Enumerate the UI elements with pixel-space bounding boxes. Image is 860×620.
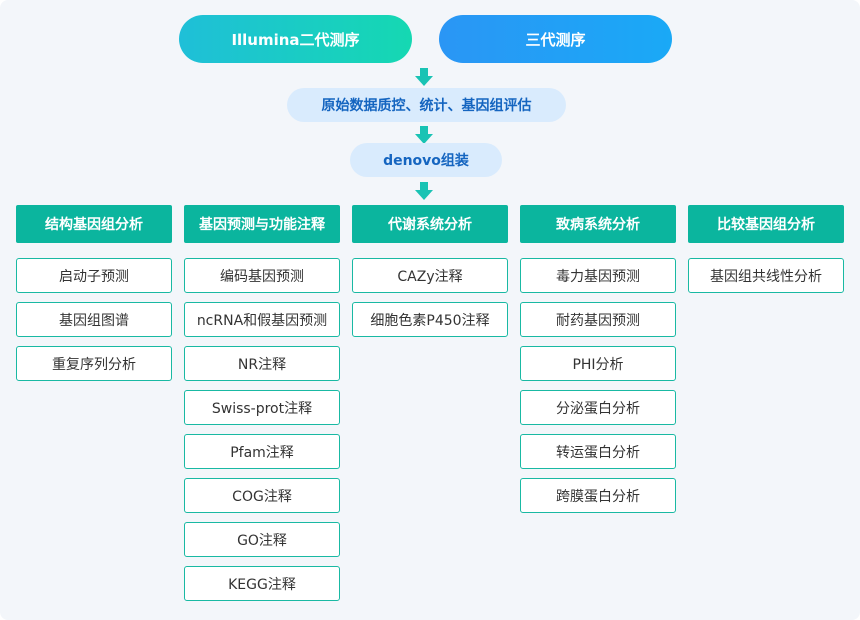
category-structural-genomics: 结构基因组分析 bbox=[16, 205, 172, 243]
analysis-item: COG注释 bbox=[184, 478, 340, 513]
analysis-item: 编码基因预测 bbox=[184, 258, 340, 293]
analysis-item: 耐药基因预测 bbox=[520, 302, 676, 337]
analysis-item: GO注释 bbox=[184, 522, 340, 557]
analysis-item: Swiss-prot注释 bbox=[184, 390, 340, 425]
category-gene-prediction-annotation: 基因预测与功能注释 bbox=[184, 205, 340, 243]
analysis-item: 细胞色素P450注释 bbox=[352, 302, 508, 337]
analysis-item: 毒力基因预测 bbox=[520, 258, 676, 293]
category-comparative-genomics: 比较基因组分析 bbox=[688, 205, 844, 243]
analysis-item: 转运蛋白分析 bbox=[520, 434, 676, 469]
analysis-item: 分泌蛋白分析 bbox=[520, 390, 676, 425]
analysis-item: 基因组共线性分析 bbox=[688, 258, 844, 293]
analysis-item: 跨膜蛋白分析 bbox=[520, 478, 676, 513]
analysis-item: KEGG注释 bbox=[184, 566, 340, 601]
analysis-item: CAZy注释 bbox=[352, 258, 508, 293]
analysis-item: ncRNA和假基因预测 bbox=[184, 302, 340, 337]
analysis-item: 重复序列分析 bbox=[16, 346, 172, 381]
analysis-item: Pfam注释 bbox=[184, 434, 340, 469]
analysis-item: 启动子预测 bbox=[16, 258, 172, 293]
analysis-item: NR注释 bbox=[184, 346, 340, 381]
illumina-sequencing-node: Illumina二代测序 bbox=[179, 15, 412, 63]
qc-step-node: 原始数据质控、统计、基因组评估 bbox=[287, 88, 566, 122]
category-pathogenic-system: 致病系统分析 bbox=[520, 205, 676, 243]
analysis-item: PHI分析 bbox=[520, 346, 676, 381]
arrow-down-icon bbox=[415, 182, 433, 200]
arrow-down-icon bbox=[415, 126, 433, 144]
arrow-down-icon bbox=[415, 68, 433, 86]
category-metabolic-system: 代谢系统分析 bbox=[352, 205, 508, 243]
analysis-item: 基因组图谱 bbox=[16, 302, 172, 337]
denovo-assembly-node: denovo组装 bbox=[350, 143, 502, 177]
third-gen-sequencing-node: 三代测序 bbox=[439, 15, 672, 63]
